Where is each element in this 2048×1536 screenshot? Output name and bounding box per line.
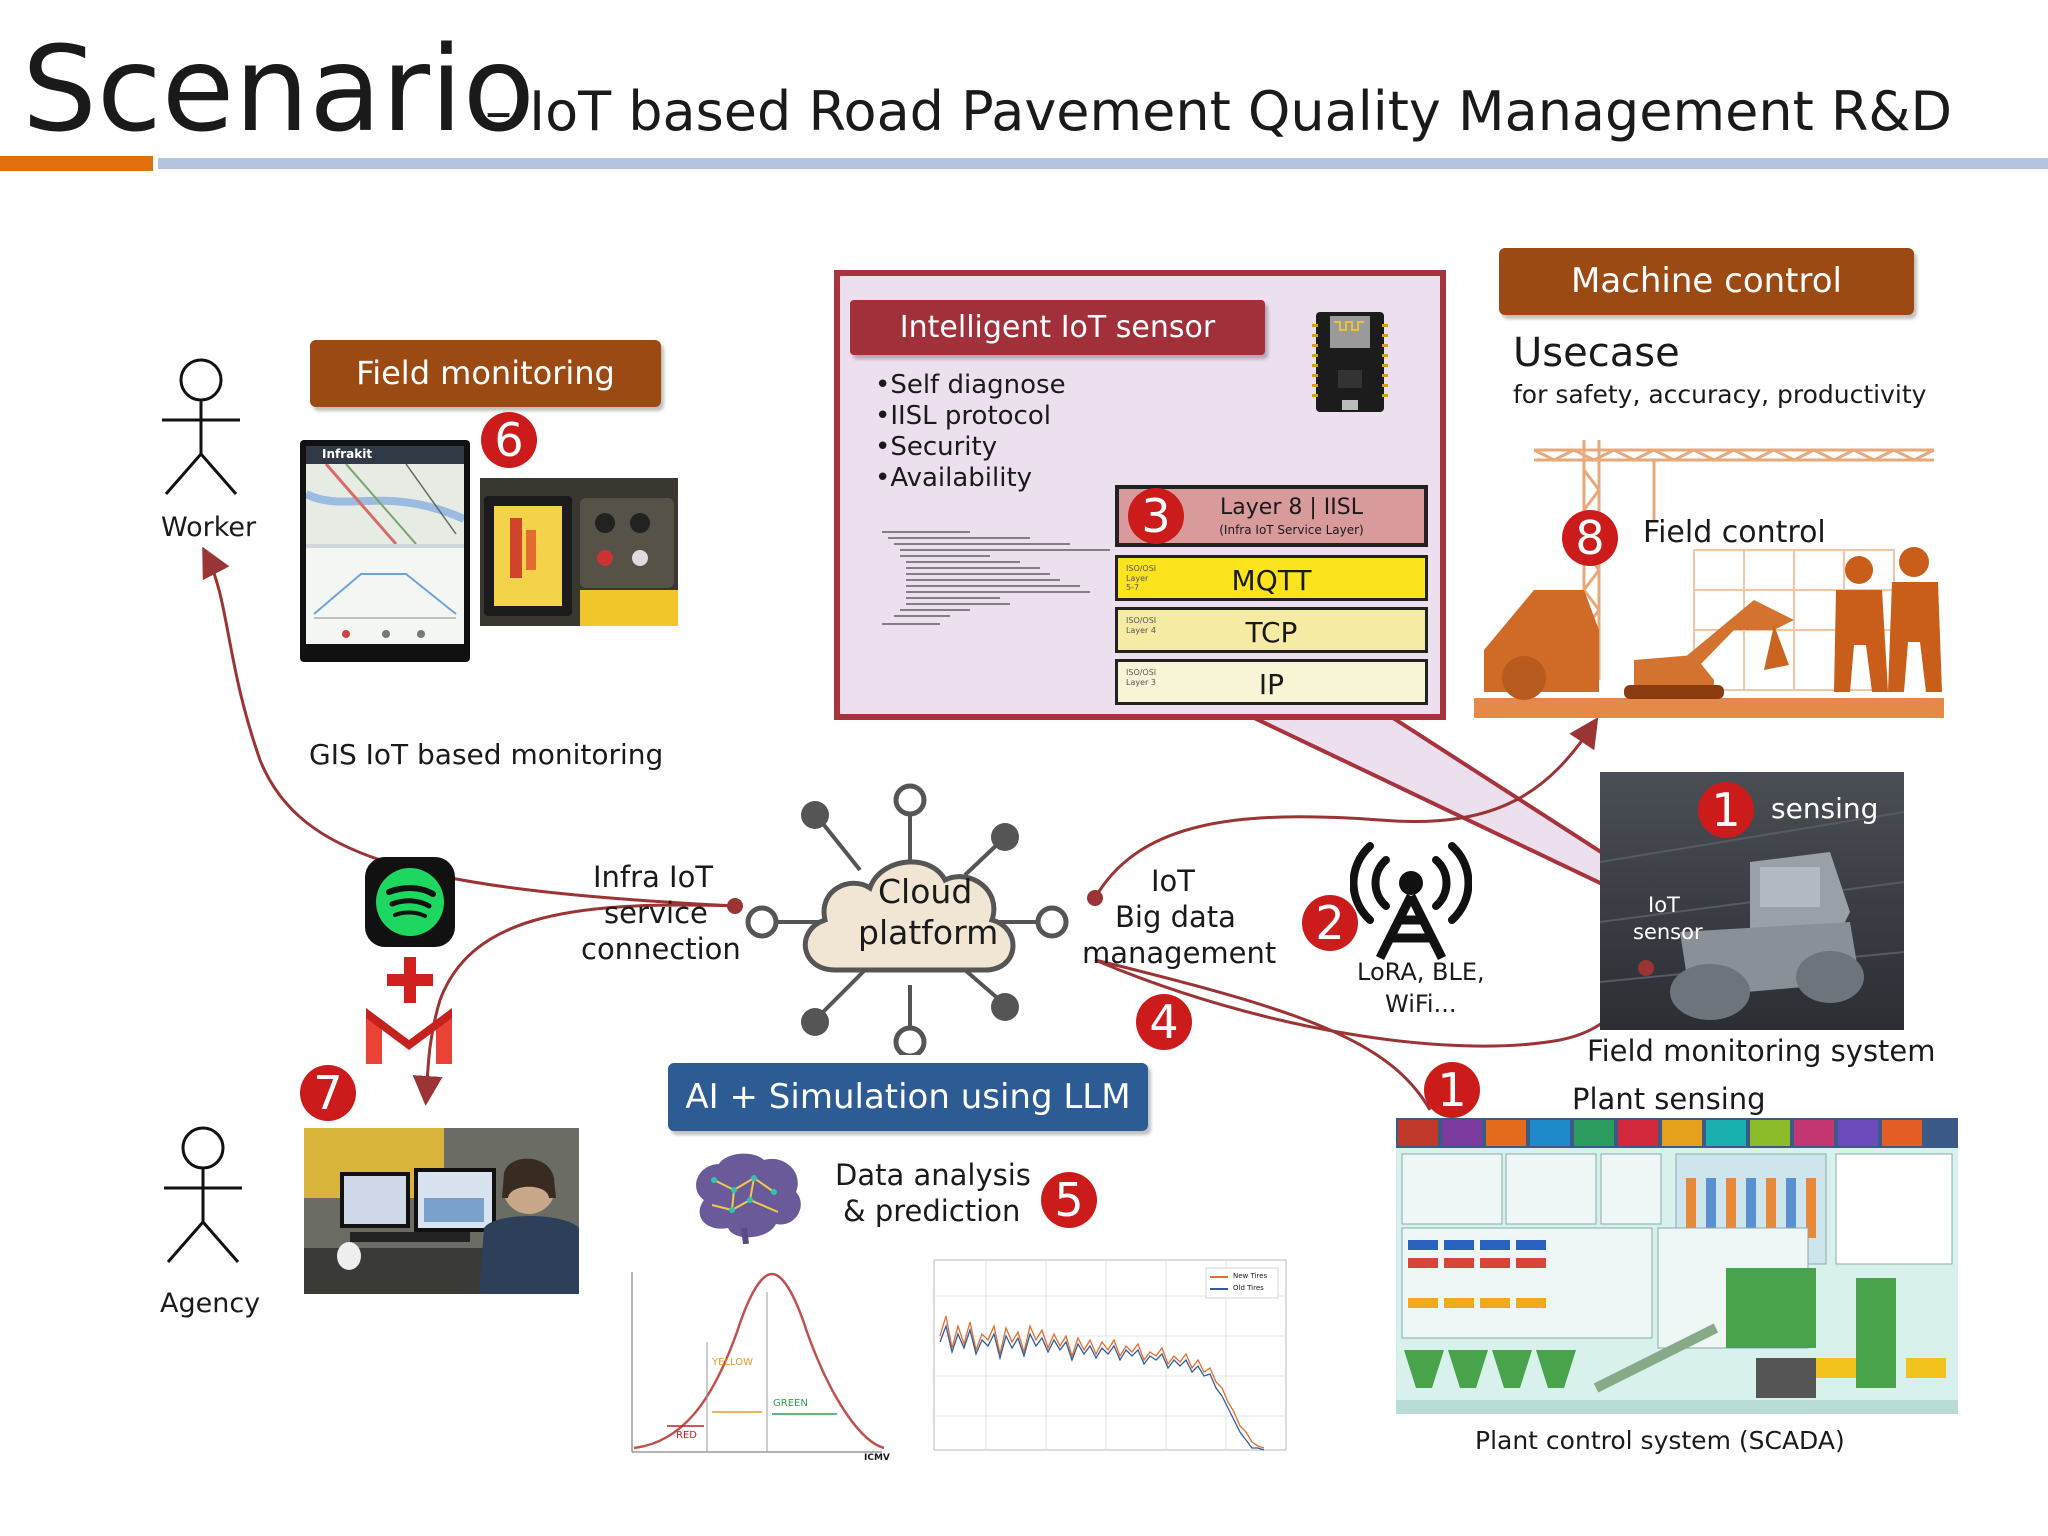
arrow-to-agency [412,903,736,1106]
sensor-board-icon [1312,312,1388,412]
layer-mqtt-tag: ISO/OSI Layer 5-7 [1126,564,1157,593]
plus-icon [387,957,433,1003]
layer-tcp-tag: ISO/OSI Layer 4 [1126,616,1157,635]
badge-8: 8 [1562,510,1618,566]
agency-label: Agency [160,1288,261,1319]
code-snippet-image [882,531,1110,625]
brain-icon [696,1153,801,1244]
badge-1-plant: 1 [1424,1062,1480,1118]
connector-dot-left [727,898,743,914]
sensor-feature-4: •Availability [875,463,1033,493]
badge-3: 3 [1128,488,1184,544]
badge-2: 2 [1302,895,1358,951]
title-underline [158,158,2048,169]
wireless-line2: WiFi... [1385,990,1457,1018]
field-control-label: Field control [1643,515,1826,550]
machine-control-header: Machine control [1499,248,1914,315]
arrow-to-worker [202,546,736,908]
page-subtitle: – IoT based Road Pavement Quality Manage… [485,80,1953,143]
layer-tcp-label: TCP [1245,616,1298,649]
sensing-label: sensing [1771,792,1879,825]
bell-label-red: RED [676,1430,697,1441]
badge-4: 4 [1136,994,1192,1050]
usecase-subtitle: for safety, accuracy, productivity [1513,380,1927,409]
bigdata-line3: management [1082,936,1277,970]
bell-xaxis-label: ICMV [864,1453,890,1463]
scada-screen-image [1396,1118,1958,1414]
infra-iot-line3: connection [581,932,741,966]
badge-6: 6 [481,412,537,468]
field-monitoring-header: Field monitoring [310,340,661,407]
cloud-label-line2: platform [858,913,999,952]
title-underline-accent [0,156,153,171]
gmail-icon [366,1008,452,1064]
layer-mqtt: ISO/OSI Layer 5-7 MQTT [1115,555,1428,601]
wireless-line1: LoRA, BLE, [1357,958,1485,986]
worker-label: Worker [161,512,257,543]
legend-new-tires: New Tires [1233,1272,1268,1280]
sensor-dot [1638,960,1654,976]
worker-icon [162,358,240,495]
bigdata-line2: Big data [1115,900,1236,934]
infra-iot-line1: Infra IoT [593,860,714,894]
page-title: Scenario [22,20,535,158]
gis-monitoring-label: GIS IoT based monitoring [309,738,664,771]
field-monitoring-system-label: Field monitoring system [1587,1034,1936,1068]
analysis-line1: Data analysis [835,1158,1031,1192]
layer-ip: ISO/OSI Layer 3 IP [1115,659,1428,705]
layer-iisl-label: Layer 8 | IISL [1220,495,1363,520]
paver-display-image [480,478,678,626]
sensor-feature-3: •Security [875,432,998,462]
agency-icon [164,1126,242,1263]
iot-sensor-header: Intelligent IoT sensor [850,300,1265,355]
badge-5: 5 [1041,1172,1097,1228]
plant-sensing-label: Plant sensing [1572,1082,1766,1116]
bigdata-line1: IoT [1151,864,1196,898]
layer-ip-tag: ISO/OSI Layer 3 [1126,668,1157,687]
construction-scene-image [1474,440,1944,718]
bell-label-yellow: YELLOW [712,1357,753,1368]
iot-sensor-label-line2: sensor [1633,920,1703,944]
layer-tcp: ISO/OSI Layer 4 TCP [1115,607,1428,653]
sensor-feature-2: •IISL protocol [875,401,1051,431]
layer-mqtt-label: MQTT [1231,564,1312,597]
infra-iot-line2: service [604,896,708,930]
scada-label: Plant control system (SCADA) [1475,1426,1845,1455]
layer-ip-label: IP [1258,668,1285,701]
bell-label-green: GREEN [773,1398,808,1409]
layer-iisl-sub: (Infra IoT Service Layer) [1219,523,1364,537]
arrow-to-plant [1094,958,1432,1111]
legend-old-tires: Old Tires [1233,1284,1264,1292]
analysis-line2: & prediction [843,1194,1021,1228]
spotify-icon [365,857,455,947]
arrow-to-machine [1093,716,1599,899]
badge-1-sensing: 1 [1698,782,1754,838]
timeseries-chart [933,1259,1287,1451]
tablet-app-image: Infrakit [300,440,470,662]
cloud-label-line1: Cloud [878,872,973,911]
ai-simulation-header: AI + Simulation using LLM [668,1063,1148,1131]
sensor-feature-1: •Self diagnose [875,370,1066,400]
wireless-tower-icon [1350,842,1472,960]
agency-office-image [304,1128,579,1294]
bell-curve-chart [631,1272,885,1453]
cloud-hub-diagram [745,783,1069,1055]
usecase-title: Usecase [1513,330,1680,376]
badge-7: 7 [300,1065,356,1121]
app-brand: Infrakit [322,447,373,461]
connector-dot-right [1087,890,1103,906]
iot-sensor-label-line1: IoT [1648,893,1680,917]
